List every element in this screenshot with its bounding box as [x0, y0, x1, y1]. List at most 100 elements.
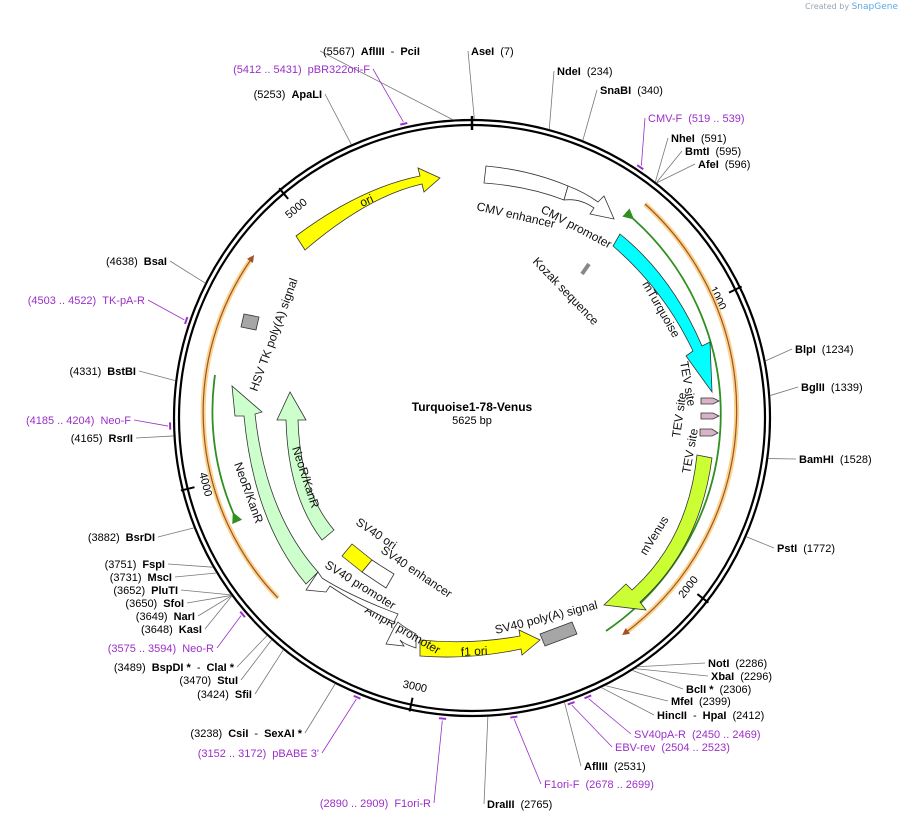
label-text: (3751)FspI	[105, 559, 165, 571]
label-text: (3648)KasI	[141, 624, 202, 636]
enzyme-position: (2296)	[740, 671, 772, 683]
enzyme-name: BglII	[801, 382, 825, 394]
site-ndei[interactable]: NdeI(234)	[548, 66, 613, 130]
site-hincii-hpai[interactable]: HincII-HpaI(2412)	[601, 687, 764, 722]
site-nhei[interactable]: NheI(591)	[654, 133, 727, 182]
leader-line	[601, 687, 655, 716]
enzyme-name: NdeI	[557, 66, 581, 78]
site-apali[interactable]: (5253)ApaLI	[254, 89, 352, 145]
site-bmti[interactable]: BmtI(595)	[656, 146, 741, 183]
site-bamhi[interactable]: BamHI(1528)	[768, 454, 872, 466]
leader-line	[746, 536, 775, 549]
primer-mark	[584, 694, 592, 700]
site-bspdi-clai[interactable]: (3489)BspDI *-ClaI *	[114, 635, 268, 674]
site-afliii-2[interactable]: AflIII(2531)	[564, 702, 646, 773]
site-sfoi[interactable]: (3650)SfoI	[125, 595, 232, 610]
site-bglii[interactable]: BglII(1339)	[770, 382, 863, 396]
feature-tev1	[700, 397, 720, 405]
site-nari[interactable]: (3649)NarI	[136, 595, 232, 623]
primer-text: F1ori-R	[394, 798, 431, 810]
primer-f1ori-r[interactable]: (2890 .. 2909)F1ori-R	[320, 717, 447, 810]
primer-cmv-f[interactable]: CMV-F(519 .. 539)	[636, 113, 745, 171]
site-afei[interactable]: AfeI(596)	[656, 159, 751, 184]
enzyme-position: -	[254, 728, 258, 740]
primer-pbr322ori-f[interactable]: (5412 .. 5431)pBR322ori-F	[233, 64, 408, 126]
site-csii-sexai[interactable]: (3238)CsiI-SexAI *	[190, 683, 336, 740]
label-ori: ori	[358, 192, 376, 210]
site-bsrdi[interactable]: (3882)BsrDI	[88, 527, 195, 544]
site-pluti[interactable]: (3652)PluTI	[113, 585, 231, 597]
leader-line	[656, 163, 696, 184]
site-afliii-pcii[interactable]: (5567)AflIII-PciI	[319, 46, 453, 120]
leader-line	[216, 615, 242, 649]
feature-f1ori	[419, 629, 541, 658]
site-noti[interactable]: NotI(2286)	[637, 658, 767, 670]
label-hsv-tk-pa: HSV TK poly(A) signal	[247, 276, 301, 393]
site-mfei[interactable]: MfeI(2399)	[605, 685, 731, 708]
primer-sv40pa-r[interactable]: SV40pA-R(2450 .. 2469)	[584, 694, 761, 741]
enzyme-name: BamHI	[799, 454, 834, 466]
enzyme-position: (595)	[715, 146, 741, 158]
site-bstbi[interactable]: (4331)BstBI	[69, 366, 176, 381]
enzyme-name: BsaI	[144, 256, 167, 268]
leader-line	[254, 649, 284, 695]
enzyme-name: NheI	[671, 133, 695, 145]
primer-text: (2504 .. 2523)	[661, 742, 730, 754]
enzyme-name: NarI	[174, 611, 195, 623]
site-draiii[interactable]: DraIII(2765)	[483, 716, 552, 811]
primer-mark	[636, 164, 644, 171]
tick-label-5000: 5000	[283, 196, 309, 221]
primer-pbabe3[interactable]: (3152 .. 3172)pBABE 3'	[198, 694, 361, 760]
enzyme-name: SnaBI	[600, 85, 631, 97]
site-snabi[interactable]: SnaBI(340)	[582, 85, 663, 141]
enzyme-position: (2306)	[720, 684, 752, 696]
enzyme-position: (4165)	[71, 433, 103, 445]
feature-sv40-enhancer	[361, 559, 395, 589]
site-blpi[interactable]: BlpI(1234)	[765, 344, 854, 362]
site-asei[interactable]: AseI(7)	[467, 46, 514, 120]
site-rsrii[interactable]: (4165)RsrII	[71, 433, 174, 445]
plasmid-size: 5625 bp	[452, 415, 492, 427]
feature-neor-inner	[276, 391, 335, 541]
site-kasi[interactable]: (3648)KasI	[141, 595, 233, 636]
leader-line	[186, 595, 232, 604]
enzyme-position: (3470)	[179, 675, 211, 687]
enzyme-position: (3238)	[190, 728, 222, 740]
enzyme-name: BsrDI	[126, 532, 155, 544]
tick-2000	[696, 593, 710, 604]
tick-1000	[728, 285, 743, 294]
enzyme-position: (2412)	[732, 710, 764, 722]
site-psti[interactable]: PstI(1772)	[746, 536, 835, 555]
enzyme-position: (3731)	[110, 572, 142, 584]
feature-neor-outer	[231, 385, 319, 585]
label-text: (3152 .. 3172)pBABE 3'	[198, 748, 319, 760]
site-bcli[interactable]: BclI *(2306)	[632, 670, 751, 696]
site-sfii[interactable]: (3424)SfiI	[197, 649, 284, 701]
label-text: (4165)RsrII	[71, 433, 133, 445]
site-bsai[interactable]: (4638)BsaI	[106, 256, 206, 284]
primer-tk-pa-r[interactable]: (4503 .. 4522)TK-pA-R	[28, 295, 189, 325]
site-msci[interactable]: (3731)MscI	[110, 572, 217, 584]
leader-line	[236, 635, 268, 668]
leader-line	[765, 348, 793, 362]
tick-label-3000: 3000	[402, 679, 428, 696]
primer-text: TK-pA-R	[102, 295, 145, 307]
primer-f1ori-f[interactable]: F1ori-F(2678 .. 2699)	[510, 715, 654, 791]
primer-neo-f[interactable]: (4185 .. 4204)Neo-F	[26, 415, 172, 430]
enzyme-name: BspDI *	[152, 662, 192, 674]
site-xbai[interactable]: XbaI(2296)	[635, 668, 772, 683]
enzyme-name: NotI	[708, 658, 729, 670]
site-fspi[interactable]: (3751)FspI	[105, 559, 213, 571]
site-stui[interactable]: (3470)StuI	[179, 639, 272, 687]
leader-line	[157, 527, 195, 538]
primer-mark	[353, 694, 361, 700]
label-text: (3882)BsrDI	[88, 532, 155, 544]
enzyme-name: AflIII	[584, 761, 608, 773]
enzyme-position: (5567)	[323, 46, 355, 58]
primer-neo-r[interactable]: (3575 .. 3594)Neo-R	[108, 610, 246, 655]
feature-tev3	[699, 428, 719, 437]
primer-ebv-rev[interactable]: EBV-rev(2504 .. 2523)	[567, 701, 730, 754]
leader-line	[197, 595, 232, 617]
enzyme-name: AfeI	[698, 159, 719, 171]
